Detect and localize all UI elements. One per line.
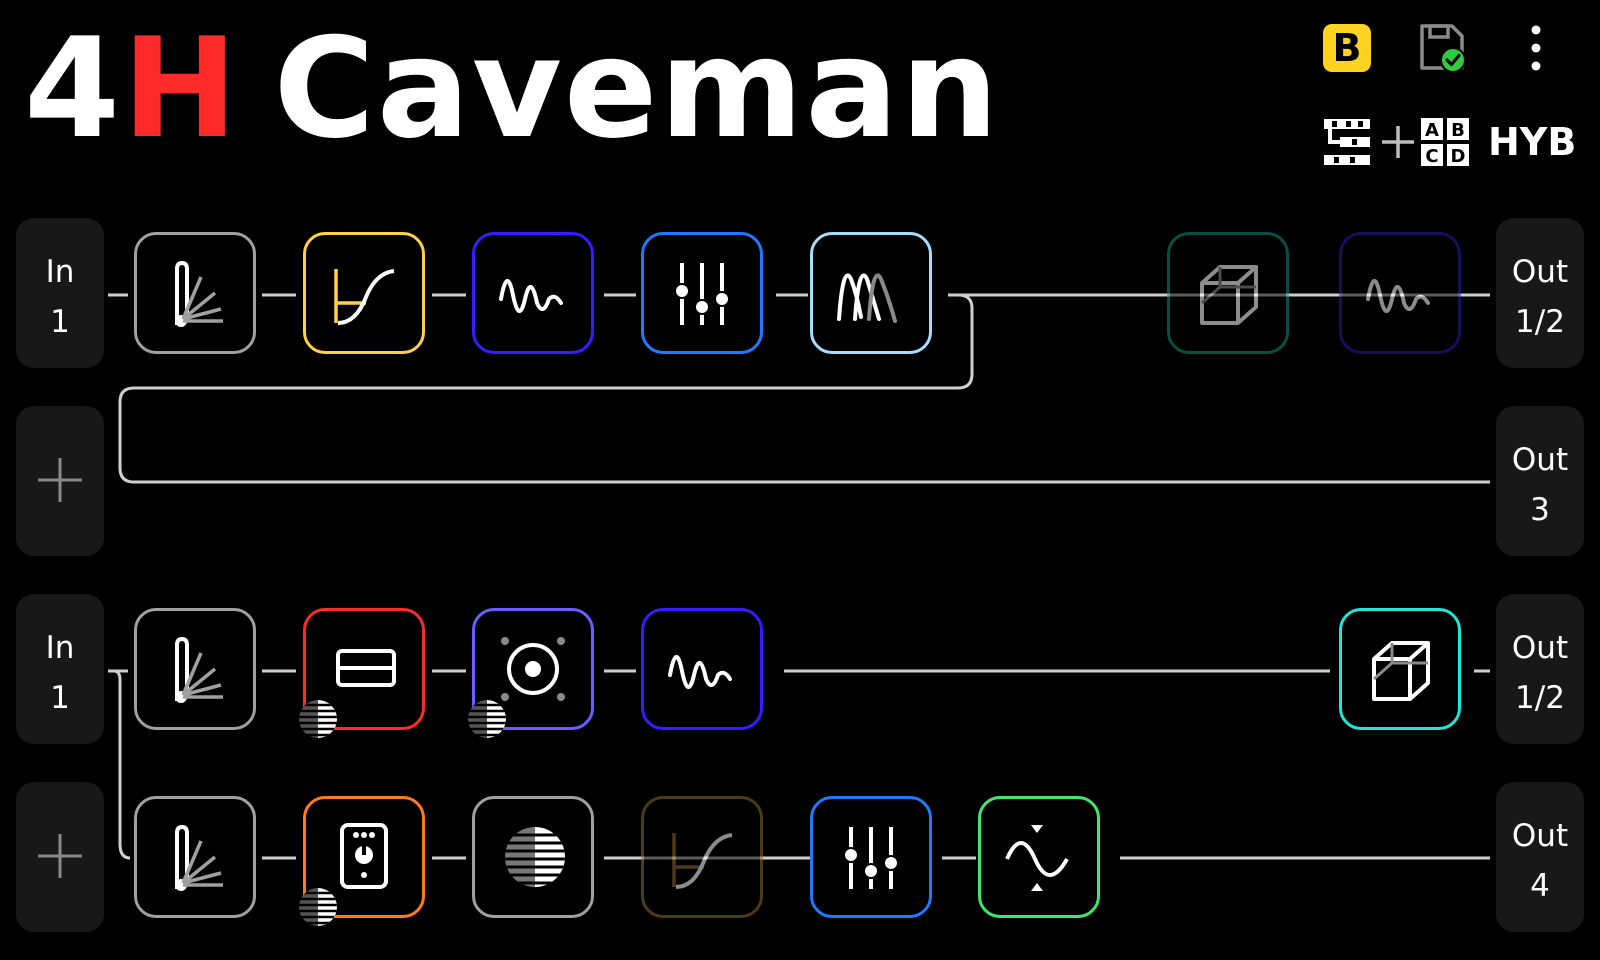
abcd-letter-a: A bbox=[1425, 120, 1439, 141]
half-bypass-badge-icon bbox=[468, 700, 506, 738]
split-disc-block[interactable] bbox=[472, 796, 594, 918]
amp-block[interactable] bbox=[1339, 232, 1461, 354]
speaker-block[interactable] bbox=[468, 608, 594, 738]
cab-icon bbox=[837, 273, 897, 323]
output-number: 4 bbox=[1530, 867, 1550, 904]
preset-bank-letter: H bbox=[122, 8, 240, 169]
pedal-rect-icon bbox=[336, 649, 396, 687]
input-meter-icon bbox=[175, 636, 223, 703]
amp-icon bbox=[668, 655, 732, 689]
input-meter-block[interactable] bbox=[134, 232, 256, 354]
stompbox-icon bbox=[340, 823, 388, 889]
modulation-icon bbox=[1005, 825, 1069, 891]
gate-icon bbox=[672, 833, 733, 889]
output-path1b[interactable]: Out 3 bbox=[1496, 406, 1584, 556]
more-vertical-icon[interactable] bbox=[1522, 22, 1550, 74]
plus-icon bbox=[1382, 126, 1414, 158]
plus-icon bbox=[38, 834, 82, 878]
preset-number: 4 bbox=[24, 8, 123, 169]
stompbox-block[interactable] bbox=[299, 796, 425, 926]
input-number: 1 bbox=[50, 679, 70, 716]
eq-icon bbox=[843, 827, 899, 889]
gate-block[interactable] bbox=[641, 796, 763, 918]
input-number: 1 bbox=[50, 303, 70, 340]
amp-block[interactable] bbox=[472, 232, 594, 354]
output-path2a[interactable]: Out 1/2 bbox=[1496, 594, 1584, 744]
modulation-block[interactable] bbox=[978, 796, 1100, 918]
output-number: 1/2 bbox=[1515, 679, 1565, 716]
half-bypass-badge-icon bbox=[299, 700, 337, 738]
add-input-button[interactable] bbox=[16, 406, 104, 556]
cube-icon bbox=[1200, 265, 1258, 325]
eq-icon bbox=[674, 263, 730, 325]
output-number: 3 bbox=[1530, 491, 1550, 528]
add-input-button[interactable] bbox=[16, 782, 104, 932]
eq-block[interactable] bbox=[641, 232, 763, 354]
amp-icon bbox=[499, 279, 563, 313]
abcd-letter-d: D bbox=[1451, 146, 1466, 167]
eq-block[interactable] bbox=[810, 796, 932, 918]
input-1-path2[interactable]: In 1 bbox=[16, 594, 104, 744]
input-meter-icon bbox=[175, 260, 223, 327]
cube-block[interactable] bbox=[1167, 232, 1289, 354]
abcd-letter-c: C bbox=[1425, 146, 1438, 167]
output-number: 1/2 bbox=[1515, 303, 1565, 340]
gate-block[interactable] bbox=[303, 232, 425, 354]
cube-block[interactable] bbox=[1339, 608, 1461, 730]
amp-block[interactable] bbox=[641, 608, 763, 730]
output-label: Out bbox=[1511, 442, 1569, 478]
abcd-letter-b: B bbox=[1451, 120, 1465, 141]
input-label: In bbox=[45, 254, 75, 290]
split-disc-icon bbox=[505, 827, 565, 887]
input-label: In bbox=[45, 630, 75, 666]
gate-icon bbox=[334, 269, 395, 325]
dsp-mode-label[interactable]: HYB bbox=[1488, 120, 1577, 164]
input-meter-block[interactable] bbox=[134, 608, 256, 730]
snapshot-badge[interactable]: B bbox=[1323, 24, 1371, 72]
amp-icon bbox=[1366, 279, 1430, 313]
routing-icon[interactable] bbox=[1322, 117, 1372, 167]
output-label: Out bbox=[1511, 254, 1569, 290]
output-label: Out bbox=[1511, 818, 1569, 854]
cube-icon bbox=[1372, 641, 1430, 701]
half-bypass-badge-icon bbox=[299, 888, 337, 926]
output-path1a[interactable]: Out 1/2 bbox=[1496, 218, 1584, 368]
abcd-grid-icon[interactable]: A B C D bbox=[1420, 117, 1470, 167]
cab-block[interactable] bbox=[810, 232, 932, 354]
preset-name: Caveman bbox=[273, 8, 1001, 169]
plus-icon bbox=[38, 458, 82, 502]
output-label: Out bbox=[1511, 630, 1569, 666]
save-saved-icon[interactable] bbox=[1418, 22, 1468, 74]
pedal-rect-block[interactable] bbox=[299, 608, 425, 738]
input-meter-icon bbox=[175, 824, 223, 891]
input-1-path1[interactable]: In 1 bbox=[16, 218, 104, 368]
output-path2b[interactable]: Out 4 bbox=[1496, 782, 1584, 932]
speaker-icon bbox=[501, 637, 565, 701]
input-meter-block[interactable] bbox=[134, 796, 256, 918]
